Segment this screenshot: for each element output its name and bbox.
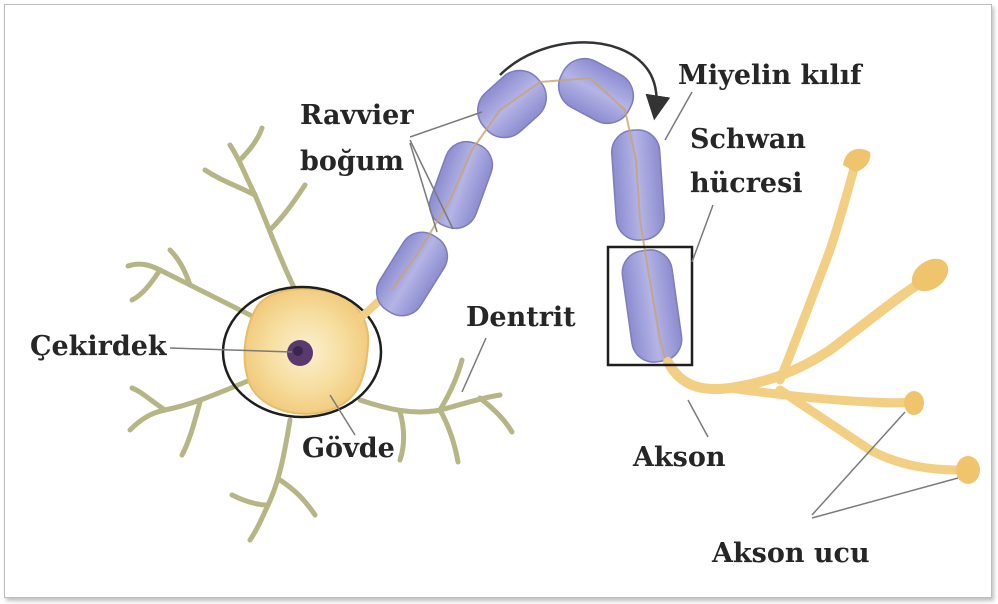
cell-body xyxy=(223,287,381,417)
label-akson-ucu: Akson ucu xyxy=(711,538,870,569)
label-govde: Gövde xyxy=(302,433,395,464)
pointer-akson-ucu-2 xyxy=(812,478,958,518)
label-dentrit: Dentrit xyxy=(466,302,576,333)
axon-terminal-bulb xyxy=(904,391,924,415)
pointer-dentrit xyxy=(462,338,486,392)
pointer-miyelin xyxy=(665,92,692,140)
labels: Çekirdek Gövde Dentrit Ravvier boğum Miy… xyxy=(30,60,870,569)
dendrite-left-lower xyxy=(130,380,250,430)
dendrite-branch xyxy=(182,402,200,455)
dendrite-branch xyxy=(132,388,165,410)
dendrite-branch xyxy=(232,495,268,505)
label-akson: Akson xyxy=(632,442,726,473)
dendrite-branch xyxy=(480,398,512,432)
dendrite-branch xyxy=(240,128,262,160)
dendrite-branch xyxy=(270,185,305,230)
pointer-schwan xyxy=(692,205,713,262)
dendrite-branch xyxy=(280,480,315,515)
label-ravvier-line1: Ravvier xyxy=(300,100,414,131)
dendrite-branch xyxy=(400,412,404,460)
myelin-segment xyxy=(619,247,684,365)
myelin-segment xyxy=(423,135,498,234)
dendrite-branch xyxy=(440,410,458,462)
pointer-ravvier-1 xyxy=(410,112,482,137)
dendrite-branch xyxy=(132,270,160,300)
dendrite-top xyxy=(230,145,300,300)
label-ravvier-line2: boğum xyxy=(300,146,404,177)
axon-terminal-bulbs xyxy=(843,149,980,484)
axon-branch xyxy=(730,388,912,403)
myelin-segment xyxy=(468,61,556,148)
axon-terminals xyxy=(668,165,960,470)
axon-terminal-bulb xyxy=(843,149,870,172)
label-schwan-line2: hücresi xyxy=(690,168,803,199)
nucleolus xyxy=(293,346,303,356)
label-schwan-line1: Schwan xyxy=(690,124,806,155)
label-miyelin: Miyelin kılıf xyxy=(678,60,864,91)
myelin-segment xyxy=(368,224,455,324)
label-cekirdek: Çekirdek xyxy=(30,331,168,362)
pointer-akson xyxy=(688,400,708,437)
axon-terminal-bulb xyxy=(956,456,980,484)
